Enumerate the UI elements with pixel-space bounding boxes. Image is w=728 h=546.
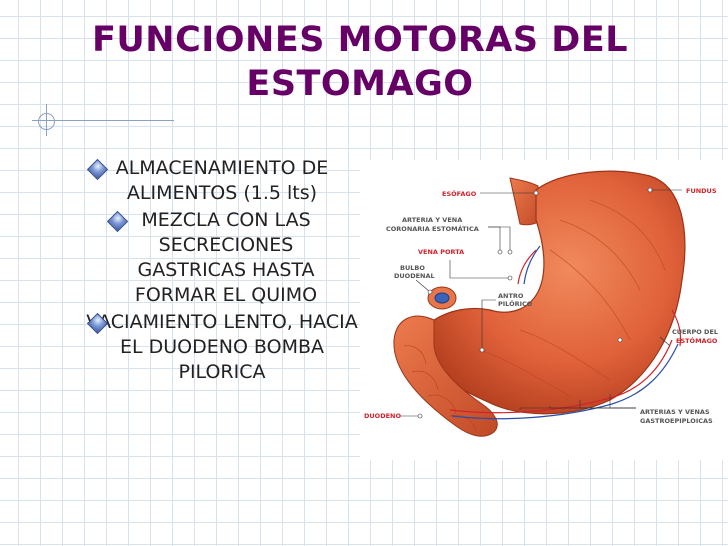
- label-arteria-vena-2: CORONARIA ESTOMÁTICA: [386, 224, 479, 233]
- stomach-anatomy-figure: ESÓFAGO FUNDUS ARTERIA Y VENA CORONARIA …: [360, 160, 728, 460]
- bullet-item-sub: MEZCLA CON LAS SECRECIONES GASTRICAS HAS…: [106, 208, 346, 308]
- label-antro-2: PILÓRICO: [498, 299, 533, 308]
- label-bulbo-1: BULBO: [400, 264, 425, 272]
- bullet-diamond-icon: [86, 158, 109, 181]
- label-vena-porta: VENA PORTA: [418, 248, 464, 256]
- bullet-item: ALMACENAMIENTO DE ALIMENTOS (1.5 lts): [84, 156, 360, 206]
- stomach-folds: [479, 199, 666, 397]
- stomach-body-shape: [429, 170, 686, 415]
- stomach-illustration: ESÓFAGO FUNDUS ARTERIA Y VENA CORONARIA …: [364, 170, 718, 437]
- label-arteria-vena-1: ARTERIA Y VENA: [402, 216, 462, 224]
- label-antro-1: ANTRO: [498, 292, 524, 300]
- decor-circle: [38, 113, 55, 130]
- bullet-list: ALMACENAMIENTO DE ALIMENTOS (1.5 lts) ME…: [84, 156, 374, 385]
- label-arterias-2: GASTROEPIPLOICAS: [640, 417, 713, 425]
- bullet-text: ALMACENAMIENTO DE ALIMENTOS (1.5 lts): [115, 157, 329, 204]
- pylorus-lumen: [434, 292, 450, 304]
- label-duodeno: DUODENO: [364, 412, 401, 420]
- bullet-diamond-icon: [106, 210, 129, 233]
- label-fundus: FUNDUS: [686, 187, 717, 195]
- title-line-2: ESTOMAGO: [246, 64, 474, 104]
- bullet-text: MEZCLA CON LAS SECRECIONES GASTRICAS HAS…: [134, 209, 318, 306]
- label-bulbo-2: DUODENAL: [394, 272, 435, 280]
- blood-vessels: [449, 245, 682, 420]
- bullet-item: VACIAMIENTO LENTO, HACIA EL DUODENO BOMB…: [84, 310, 360, 385]
- label-dots: [417, 187, 653, 419]
- title-line-1: FUNCIONES MOTORAS DEL: [91, 20, 629, 60]
- decor-line-horizontal: [32, 120, 174, 121]
- label-esofago: ESÓFAGO: [442, 189, 477, 198]
- slide-title: FUNCIONES MOTORAS DEL ESTOMAGO: [60, 18, 660, 106]
- label-arterias-1: ARTERIAS Y VENAS: [640, 408, 710, 416]
- label-cuerpo-2: ESTÓMAGO: [676, 336, 718, 345]
- label-cuerpo-1: CUERPO DEL: [672, 328, 718, 336]
- bullet-text: VACIAMIENTO LENTO, HACIA EL DUODENO BOMB…: [86, 311, 358, 383]
- duodenum-shape: [393, 315, 498, 437]
- label-leader-lines: [400, 189, 682, 417]
